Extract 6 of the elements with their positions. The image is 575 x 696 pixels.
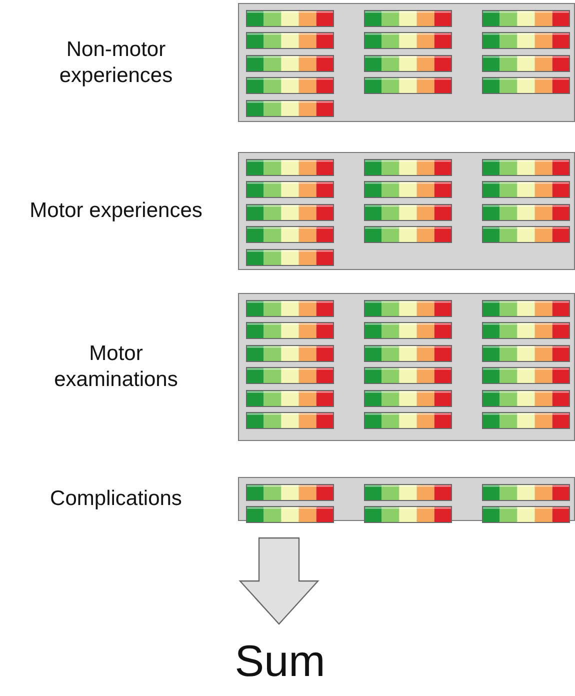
section-label: Motor examinations (53, 341, 179, 393)
section-label: Motor experiences (30, 198, 202, 224)
result-label: Sum (234, 637, 326, 687)
section-label: Complications (50, 486, 182, 512)
block-arrow (238, 537, 320, 625)
section-label: Non-motor experiences (58, 36, 174, 88)
